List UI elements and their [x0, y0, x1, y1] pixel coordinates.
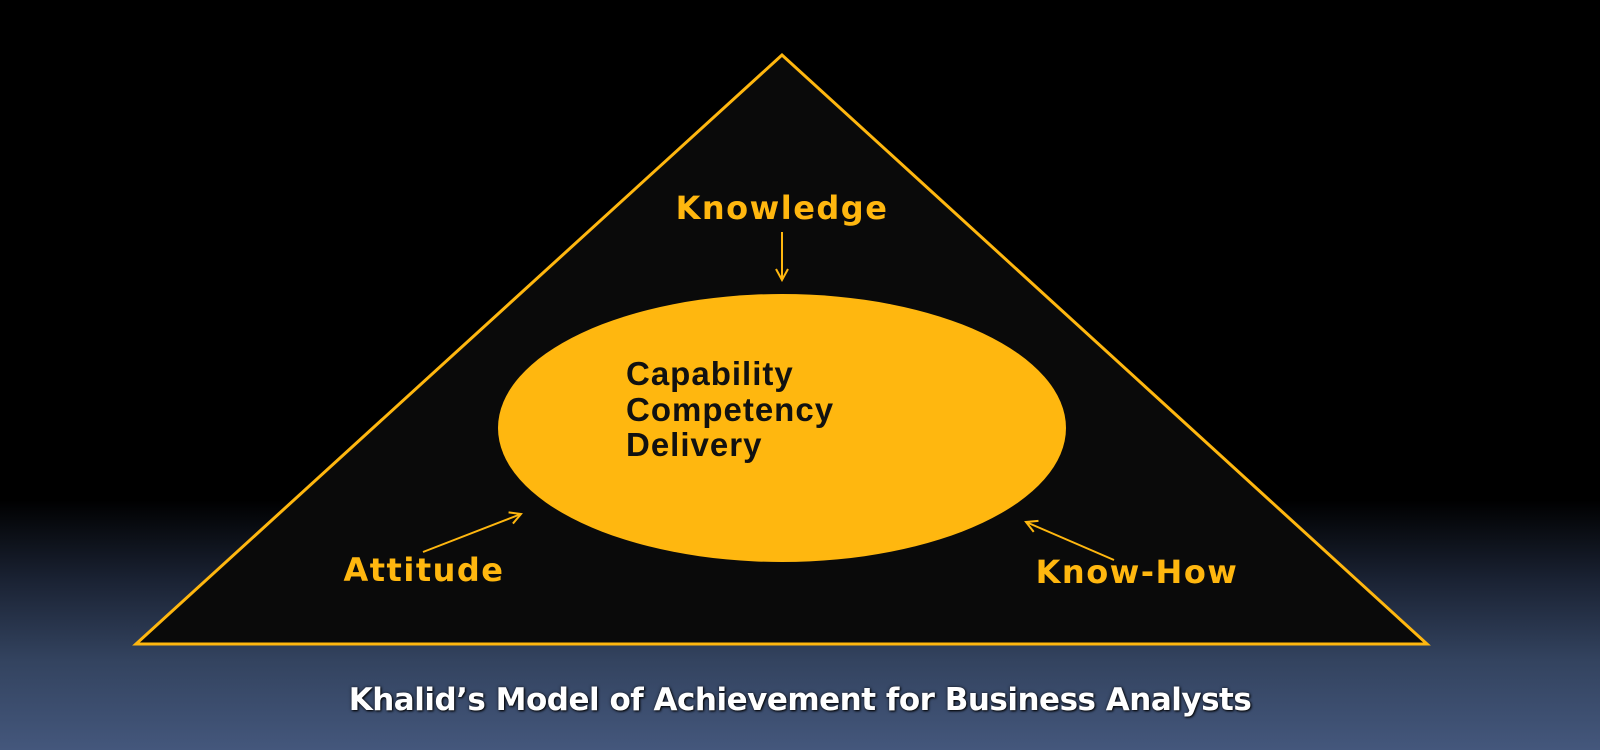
core-line-capability: Capability: [626, 355, 794, 392]
core-line-delivery: Delivery: [626, 426, 762, 463]
knowledge-label: Knowledge: [676, 189, 889, 227]
core-line-competency: Competency: [626, 391, 834, 428]
attitude-label: Attitude: [343, 551, 504, 589]
attitude-arrow: [422, 514, 521, 553]
know-how-arrow: [1026, 522, 1115, 561]
diagram-caption: Khalid’s Model of Achievement for Busine…: [348, 682, 1252, 718]
know-how-label: Know-How: [1036, 553, 1239, 591]
core-circle: [498, 294, 1066, 562]
